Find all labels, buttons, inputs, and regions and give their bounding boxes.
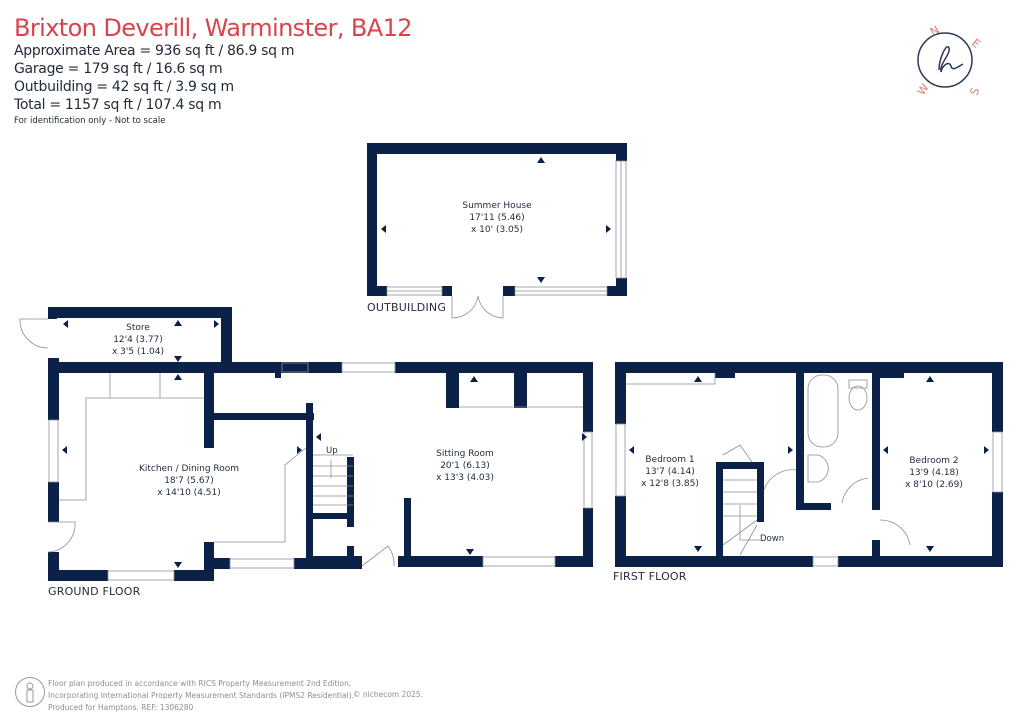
ground-floor-label: GROUND FLOOR <box>48 585 141 598</box>
outbuilding-label: OUTBUILDING <box>367 301 447 314</box>
room-dimension: 17'11 (5.46) <box>469 213 525 223</box>
compass-icon: N E S W <box>915 23 983 97</box>
room-name: Summer House <box>462 201 532 211</box>
outbuilding-area: Outbuilding = 42 sq ft / 3.9 sq m <box>14 79 234 95</box>
room-dimension: 13'9 (4.18) <box>909 468 959 478</box>
first-floor-label: FIRST FLOOR <box>613 570 687 583</box>
room-name: Store <box>126 323 150 333</box>
footer-text: Floor plan produced in accordance with R… <box>48 678 354 714</box>
store-label: Store 12'4 (3.77) x 3'5 (1.04) <box>112 322 164 358</box>
total-area: Total = 1157 sq ft / 107.4 sq m <box>14 97 222 113</box>
footer-line-2: Incorporating International Property Mea… <box>48 691 355 700</box>
room-dimension: x 3'5 (1.04) <box>111 347 165 357</box>
room-name: Sitting Room <box>436 449 494 459</box>
room-dimension: x 10' (3.05) <box>470 225 524 235</box>
sitting-room-label: Sitting Room 20'1 (6.13) x 13'3 (4.03) <box>436 448 494 484</box>
approximate-area: Approximate Area = 936 sq ft / 86.9 sq m <box>14 43 295 59</box>
room-dimension: 12'4 (3.77) <box>113 335 163 345</box>
compass-logo: N E S W <box>895 20 990 100</box>
footer-line-1: Floor plan produced in accordance with R… <box>48 679 352 688</box>
stairs-up-label: Up <box>326 446 338 456</box>
bedroom-2-label: Bedroom 2 13'9 (4.18) x 8'10 (2.69) <box>905 455 963 491</box>
garage-area: Garage = 179 sq ft / 16.6 sq m <box>14 61 223 77</box>
footer-line-3: Produced for Hamptons. REF: 1306280 <box>48 703 194 712</box>
person-info-icon <box>15 677 45 707</box>
room-dimension: 18'7 (5.67) <box>164 476 214 486</box>
room-dimension: x 14'10 (4.51) <box>157 488 221 498</box>
bedroom-1-label: Bedroom 1 13'7 (4.14) x 12'8 (3.85) <box>641 454 699 490</box>
disclaimer-note: For identification only - Not to scale <box>14 116 166 126</box>
room-dimension: 20'1 (6.13) <box>440 461 490 471</box>
property-title: Brixton Deverill, Warminster, BA12 <box>14 14 413 42</box>
room-dimension: x 13'3 (4.03) <box>436 473 494 483</box>
room-dimension: x 8'10 (2.69) <box>905 480 963 490</box>
room-name: Bedroom 1 <box>645 455 695 465</box>
kitchen-dining-label: Kitchen / Dining Room 18'7 (5.67) x 14'1… <box>139 463 239 499</box>
south-label: S <box>968 86 983 97</box>
copyright: © nichecom 2025. <box>353 690 424 699</box>
room-name: Kitchen / Dining Room <box>138 464 240 474</box>
room-dimension: x 12'8 (3.85) <box>641 479 699 489</box>
room-name: Bedroom 2 <box>909 456 959 466</box>
room-dimension: 13'7 (4.14) <box>645 467 695 477</box>
stairs-down-label: Down <box>760 534 785 544</box>
summer-house-label: Summer House 17'11 (5.46) x 10' (3.05) <box>462 200 531 236</box>
